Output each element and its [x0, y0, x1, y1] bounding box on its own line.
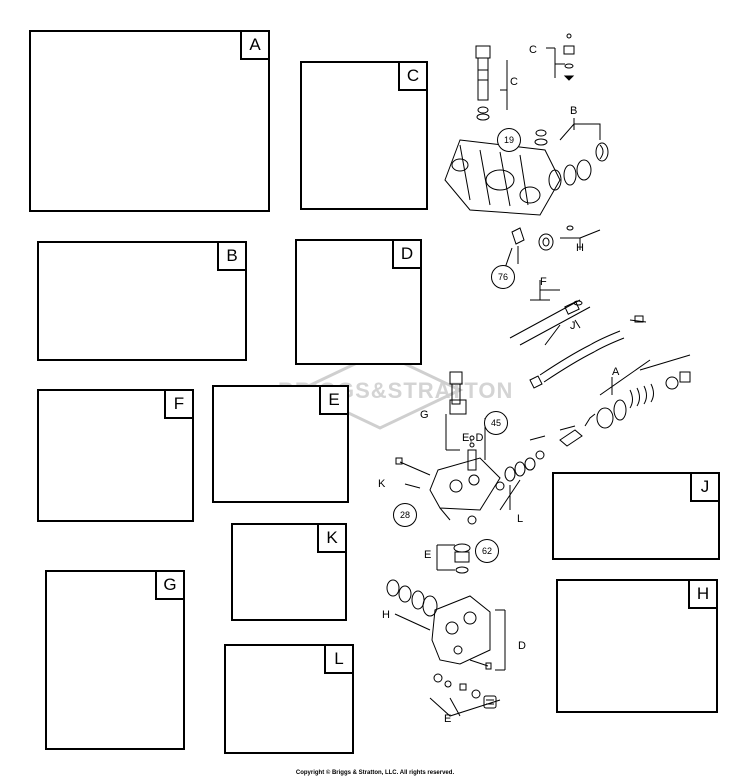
main-pump-assembly-middle — [386, 280, 691, 717]
callout-l: L — [517, 513, 524, 525]
panel-b: B — [37, 241, 247, 361]
part-number-19: 19 — [497, 128, 521, 152]
panel-h: H — [556, 579, 718, 713]
callout-e-bottom: E — [444, 713, 452, 725]
callout-j: J — [570, 320, 576, 332]
callout-b: B — [570, 105, 578, 117]
panel-k: K — [231, 523, 347, 621]
callout-h: H — [576, 242, 584, 254]
part-number-28: 28 — [393, 503, 417, 527]
panel-j: J — [552, 472, 720, 560]
panel-d: D — [295, 239, 422, 365]
callout-f: F — [540, 276, 547, 288]
copyright-notice: Copyright © Briggs & Stratton, LLC. All … — [295, 770, 455, 776]
panel-l-label: L — [324, 644, 354, 674]
panel-k-label: K — [317, 523, 347, 553]
panel-g-label: G — [155, 570, 185, 600]
panel-c-label: C — [398, 61, 428, 91]
panel-h-label: H — [688, 579, 718, 609]
callout-c-pump: C — [510, 76, 518, 88]
panel-c: C — [300, 61, 428, 210]
callout-d: D — [518, 640, 526, 652]
part-number-76: 76 — [491, 265, 515, 289]
panel-d-label: D — [392, 239, 422, 269]
callout-a: A — [612, 366, 620, 378]
panel-e: E — [212, 385, 349, 503]
panel-j-label: J — [690, 472, 720, 502]
callout-g: G — [420, 409, 429, 421]
panel-f-label: F — [164, 389, 194, 419]
part-number-62: 62 — [475, 539, 499, 563]
callout-h-left: H — [382, 609, 390, 621]
callout-e-d: E, D — [462, 432, 484, 444]
callout-k: K — [378, 478, 386, 490]
panel-l: L — [224, 644, 354, 754]
panel-b-label: B — [217, 241, 247, 271]
main-pump-assembly-top — [444, 33, 609, 269]
panel-a-label: A — [240, 30, 270, 60]
panel-g: G — [45, 570, 185, 750]
callout-e-mid: E — [424, 549, 432, 561]
panel-a: A — [29, 30, 270, 212]
part-number-45: 45 — [484, 411, 508, 435]
panel-f: F — [37, 389, 194, 522]
callout-c-right: C — [529, 44, 537, 56]
panel-e-label: E — [319, 385, 349, 415]
